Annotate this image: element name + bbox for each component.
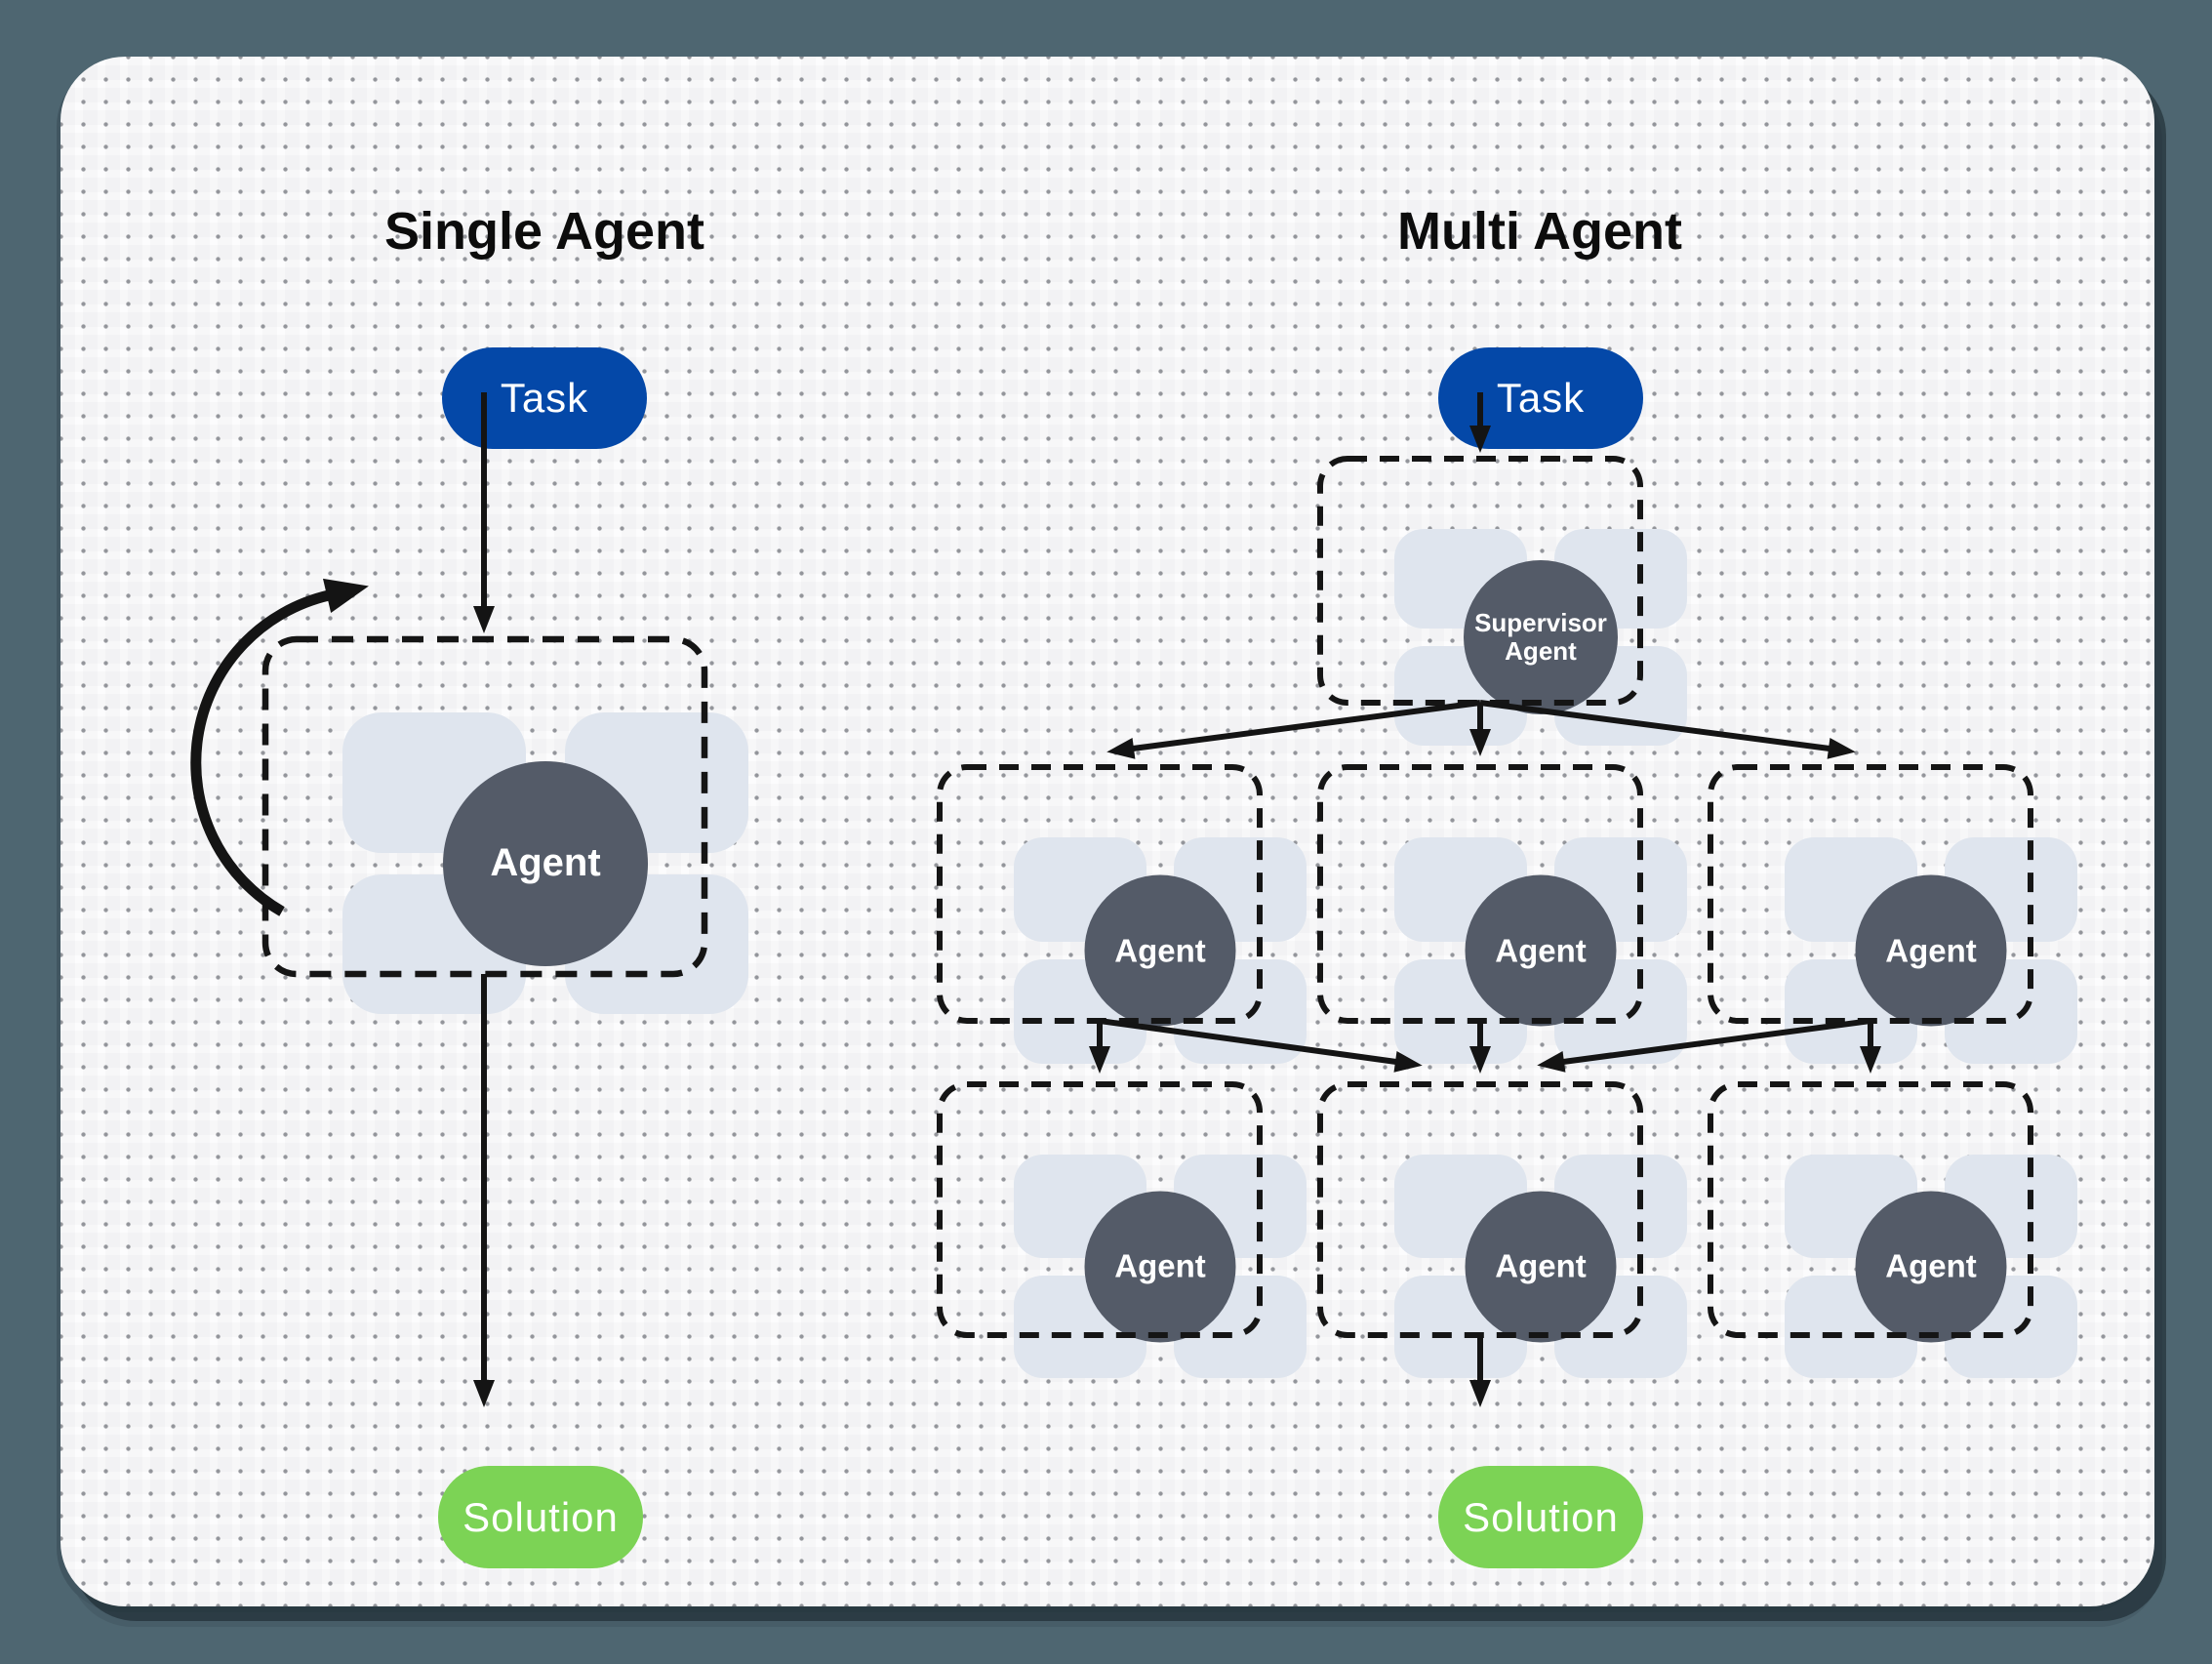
agent-node-row1-col3: Agent — [1771, 824, 2091, 1077]
single-agent-node: Agent — [326, 696, 765, 1031]
agent-node-row2-col3: Agent — [1771, 1141, 2091, 1392]
task-pill-multi: Task — [1438, 347, 1643, 449]
agent-node-row1-col1: Agent — [1000, 824, 1320, 1077]
solution-pill-multi: Solution — [1438, 1466, 1643, 1568]
agent-circle-label: Agent — [1495, 1247, 1587, 1284]
single-agent-title: Single Agent — [383, 202, 704, 261]
agent-circle: Agent — [1855, 874, 2007, 1027]
agent-node-row2-col1: Agent — [1000, 1141, 1320, 1392]
agent-circle-label: Agent — [1885, 932, 1977, 968]
agent-circle-label: Agent — [1114, 932, 1206, 968]
supervisor-circle-label: Supervisor Agent — [1474, 607, 1607, 666]
task-pill-single-label: Task — [500, 375, 589, 421]
agent-node-row1-col2: Agent — [1381, 824, 1701, 1077]
solution-pill-single: Solution — [438, 1466, 643, 1568]
agent-circle-label: Agent — [1495, 932, 1587, 968]
canvas-panel: Single Agent Multi Agent Task Agent Solu… — [60, 57, 2154, 1606]
agent-circle: Agent — [1465, 874, 1617, 1027]
agent-circle: Agent — [443, 760, 648, 966]
supervisor-agent-node: Supervisor Agent — [1381, 515, 1701, 759]
solution-pill-multi-label: Solution — [1463, 1493, 1619, 1540]
task-pill-single: Task — [442, 347, 647, 449]
agent-circle: Agent — [1465, 1191, 1617, 1342]
agent-circle: Agent — [1855, 1191, 2007, 1342]
multi-agent-title: Multi Agent — [1397, 202, 1682, 261]
agent-circle: Agent — [1084, 1191, 1236, 1342]
task-pill-multi-label: Task — [1496, 375, 1586, 421]
agent-circle-label: Agent — [490, 841, 601, 884]
agent-circle-label: Agent — [1885, 1247, 1977, 1284]
solution-pill-single-label: Solution — [463, 1493, 619, 1540]
agent-circle: Agent — [1084, 874, 1236, 1027]
agent-circle-label: Agent — [1114, 1247, 1206, 1284]
agent-node-row2-col2: Agent — [1381, 1141, 1701, 1392]
supervisor-circle: Supervisor Agent — [1464, 560, 1618, 714]
